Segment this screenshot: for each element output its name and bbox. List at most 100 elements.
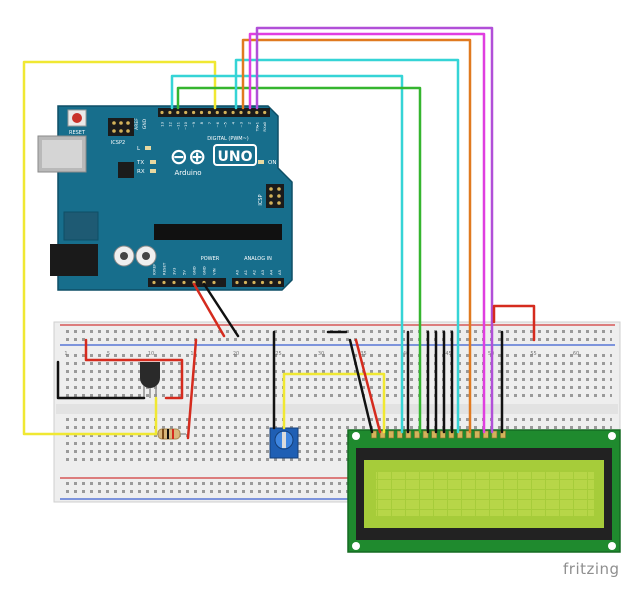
digital-label: DIGITAL (PWM~) <box>207 136 249 142</box>
rx-label: RX <box>137 169 145 175</box>
tx-label: TX <box>136 160 144 166</box>
analog-pin-label: A3 <box>260 269 265 275</box>
analog-pin <box>260 280 265 285</box>
wires <box>22 26 536 440</box>
analog-label: ANALOG IN <box>244 256 272 262</box>
lcd-pin <box>491 430 498 439</box>
potentiometer <box>269 427 299 459</box>
digital-pin-label: ~10 <box>183 121 188 130</box>
lcd-pin <box>414 430 420 439</box>
digital-pin <box>223 110 227 115</box>
lcd-pin-header <box>371 430 506 439</box>
uno-badge <box>213 144 257 166</box>
arduino-text: Arduino <box>174 169 201 177</box>
digital-pin <box>255 110 259 115</box>
rail-holes <box>62 490 612 496</box>
wire-red-backlight <box>492 304 536 342</box>
digital-pin-label: 13 <box>160 121 165 126</box>
digital-pin-label: TX▸1 <box>254 121 259 132</box>
column-number: 30 <box>318 351 324 357</box>
usb-chip <box>118 162 134 178</box>
power-pin-label: 3V3 <box>172 267 177 275</box>
lcd-pin <box>482 430 489 439</box>
column-number: 25 <box>275 351 281 357</box>
usb-port-inner <box>42 140 82 168</box>
on-led <box>258 160 264 164</box>
digital-pin <box>199 110 204 115</box>
column-number: 55 <box>530 351 536 357</box>
analog-pin-label: A4 <box>269 269 274 275</box>
analog-header <box>232 278 284 287</box>
digital-pin <box>247 110 251 115</box>
wire-yellow-pot <box>282 372 386 434</box>
lcd-pin <box>371 430 377 439</box>
center-channel <box>56 404 618 414</box>
wire-purple-pin2 <box>255 26 494 434</box>
on-label: ON <box>268 160 276 166</box>
lcd-pin <box>431 430 438 439</box>
lcd-pin <box>388 430 395 439</box>
wire-yellow-sensor <box>22 60 217 436</box>
power-pin-label: IOREF <box>152 264 157 275</box>
fritzing-brand-label: fritzing <box>563 560 620 578</box>
power-pin <box>152 280 156 285</box>
power-pin-label: GND <box>192 266 197 275</box>
wire-red-5v <box>192 282 226 338</box>
wire-black-sensor-gnd <box>56 360 146 400</box>
lcd-pin <box>465 430 472 439</box>
l-led <box>145 146 151 150</box>
digital-pin-label: 8 <box>199 121 204 124</box>
rail-holes <box>62 482 612 488</box>
rail-holes <box>62 336 612 342</box>
microcontroller-chip <box>154 224 282 240</box>
analog-pin-label: A1 <box>243 269 248 275</box>
digital-header <box>158 108 270 117</box>
power-pin-label: GND <box>202 266 207 275</box>
digital-pin-label: ~5 <box>223 121 228 127</box>
regulator <box>63 211 99 241</box>
digital-pin <box>239 110 243 115</box>
capacitor-top <box>120 252 128 260</box>
lcd-pin <box>379 430 386 439</box>
mount-hole <box>352 542 360 550</box>
digital-pin-label: ~9 <box>191 121 196 127</box>
wire-black-lcd-vss <box>348 338 374 434</box>
infinity-logo-icon: ⊖⊕ <box>170 145 207 170</box>
lcd-pin <box>422 430 429 439</box>
icsp-label: ICSP <box>258 194 264 205</box>
arduino-logo: ⊖⊕ UNO Arduino <box>170 144 257 177</box>
mount-hole <box>608 542 616 550</box>
column-number: 20 <box>233 351 239 357</box>
wire-cyan-pin5 <box>234 58 460 434</box>
digital-pin-label: 7 <box>207 121 212 124</box>
digital-pin-label: 4 <box>231 121 236 124</box>
lcd-display <box>347 429 621 553</box>
mount-hole <box>352 432 360 440</box>
digital-pin-label: 2 <box>246 121 251 124</box>
reset-button-cap <box>72 113 82 123</box>
power-pin-label: VIN <box>212 268 217 275</box>
capacitor-top <box>142 252 150 260</box>
digital-pin <box>207 110 211 115</box>
power-pin <box>172 280 176 285</box>
power-label: POWER <box>201 256 220 262</box>
analog-pin <box>235 280 239 285</box>
wire-red-sensor-vcc <box>84 338 184 400</box>
power-pin <box>212 280 216 285</box>
column-number: 35 <box>360 351 366 357</box>
wire-magenta-pin3 <box>248 32 486 434</box>
digital-pin <box>168 110 172 115</box>
digital-pin-label: RX◂0 <box>262 121 267 131</box>
lcd-pin <box>396 430 403 439</box>
digital-pin <box>263 110 267 115</box>
power-pin <box>162 280 166 285</box>
lcd-pin <box>474 430 481 439</box>
uno-text: UNO <box>218 149 253 165</box>
analog-pin <box>269 280 273 285</box>
power-pin <box>182 280 186 285</box>
power-pin-label: RESET <box>162 262 167 275</box>
